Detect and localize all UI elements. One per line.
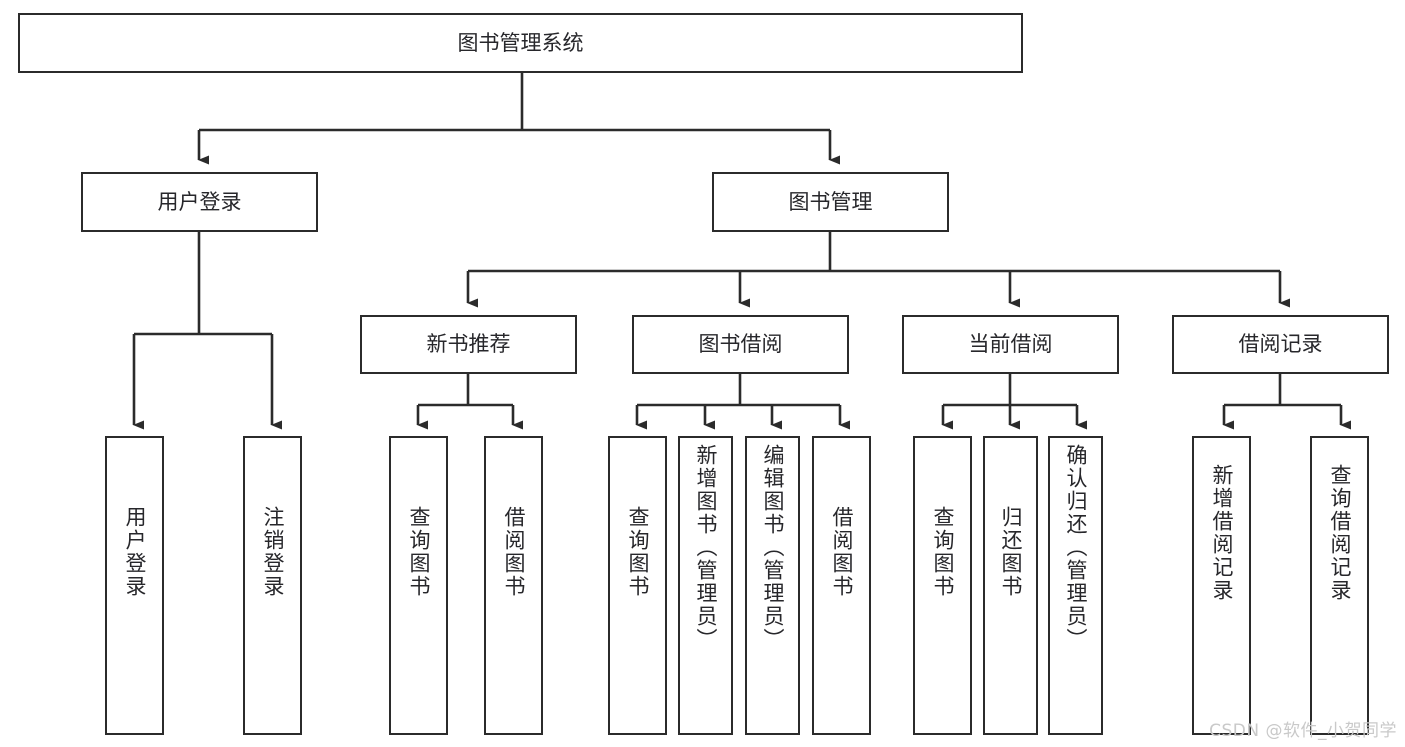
node-book-borrow[interactable]: 图书借阅 [632,315,849,374]
node-label: 借阅图书 [830,506,854,598]
node-borrow-record[interactable]: 借阅记录 [1172,315,1389,374]
node-label: 新书推荐 [426,332,511,357]
node-label: 图书管理 [788,189,873,214]
node-leaf-add-book[interactable]: 新增图书（管理员） [678,436,733,735]
node-current-borrow[interactable]: 当前借阅 [902,315,1119,374]
node-leaf-confirm-return[interactable]: 确认归还（管理员） [1048,436,1103,735]
node-label: 查询图书 [626,506,650,598]
node-leaf-query-book-borrow[interactable]: 查询图书 [608,436,667,735]
node-user-login[interactable]: 用户登录 [81,172,318,232]
node-leaf-logout-login[interactable]: 注销登录 [243,436,302,735]
node-label: 借阅记录 [1238,332,1323,357]
node-label: 编辑图书（管理员） [761,444,785,651]
node-leaf-query-book-recommend[interactable]: 查询图书 [389,436,448,735]
node-label: 查询图书 [931,506,955,598]
node-label: 当前借阅 [968,332,1053,357]
node-book-management-system[interactable]: 图书管理系统 [18,13,1023,73]
node-label: 借阅图书 [502,506,526,598]
csdn-watermark: CSDN @软件_小贺同学 [1209,721,1397,741]
node-label: 用户登录 [123,506,147,598]
node-leaf-return-book[interactable]: 归还图书 [983,436,1038,735]
node-label: 注销登录 [261,506,285,598]
node-label: 用户登录 [157,189,242,214]
node-leaf-query-book-current[interactable]: 查询图书 [913,436,972,735]
node-leaf-add-borrow-record[interactable]: 新增借阅记录 [1192,436,1251,735]
node-label: 新增图书（管理员） [694,444,718,651]
node-new-book-recommend[interactable]: 新书推荐 [360,315,577,374]
node-leaf-borrow-book[interactable]: 借阅图书 [812,436,871,735]
node-leaf-user-login[interactable]: 用户登录 [105,436,164,735]
node-label: 归还图书 [999,506,1023,598]
node-label: 查询图书 [407,506,431,598]
node-label: 图书借阅 [698,332,783,357]
node-book-management[interactable]: 图书管理 [712,172,949,232]
node-label: 新增借阅记录 [1210,464,1234,602]
node-label: 查询借阅记录 [1328,464,1352,602]
node-label: 确认归还（管理员） [1064,444,1088,651]
node-leaf-query-borrow-record[interactable]: 查询借阅记录 [1310,436,1369,735]
node-leaf-borrow-book-recommend[interactable]: 借阅图书 [484,436,543,735]
node-label: 图书管理系统 [457,30,584,55]
node-leaf-edit-book[interactable]: 编辑图书（管理员） [745,436,800,735]
